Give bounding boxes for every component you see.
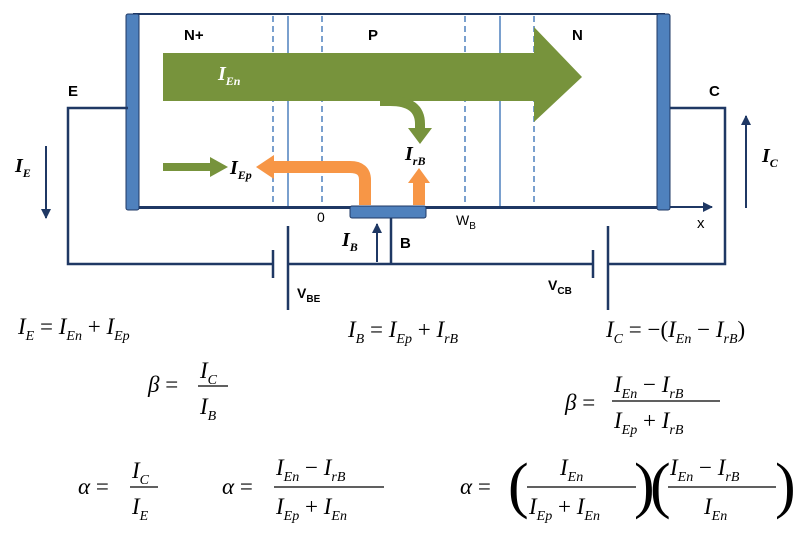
svg-text:α =: α =	[78, 474, 109, 499]
terminal-c-label: C	[709, 83, 720, 100]
svg-text:IB: IB	[199, 394, 217, 424]
region-collector-label: N	[572, 27, 583, 44]
collector-wire	[608, 106, 727, 266]
svg-text:β =: β =	[147, 372, 178, 397]
region-base-label: P	[368, 27, 378, 44]
svg-text:IC: IC	[131, 458, 150, 488]
recombination-supply-arrowhead	[408, 168, 430, 183]
svg-text:(: (	[508, 452, 529, 520]
ic-label: IC	[761, 145, 779, 170]
hole-current-arrowhead	[256, 155, 274, 179]
svg-text:IEn: IEn	[559, 455, 583, 485]
svg-text:IEn − IrB: IEn − IrB	[275, 455, 346, 485]
hole-current-path	[272, 161, 371, 205]
svg-text:(: (	[650, 452, 671, 520]
electron-injection-arrowhead	[210, 157, 228, 177]
svg-text:): )	[634, 452, 655, 520]
electron-current-arrow	[163, 27, 582, 122]
equation-beta1: β = IC IB	[147, 358, 228, 424]
ien-label: IEn	[217, 63, 241, 88]
equation-ie: IE = IEn + IEp	[17, 314, 130, 344]
axis-x-label: x	[697, 215, 705, 232]
svg-text:α =: α =	[222, 474, 253, 499]
axis-wb-label: WB	[456, 212, 476, 232]
svg-text:α =: α =	[460, 474, 491, 499]
axis-origin-label: 0	[317, 209, 325, 225]
svg-text:β =: β =	[564, 390, 595, 415]
svg-text:IEp + IrB: IEp + IrB	[613, 408, 684, 438]
terminal-b-label: B	[400, 235, 411, 252]
eq-ic-text: IC = −(IEn − IrB)	[605, 317, 745, 347]
terminal-e-label: E	[68, 83, 78, 100]
equation-beta2: β = IEn − IrB IEp + IrB	[564, 372, 720, 438]
svg-text:IEp + IEn: IEp + IEn	[275, 494, 347, 524]
iep-label: IEp	[229, 157, 252, 182]
eq-ib-text: IB = IEp + IrB	[347, 317, 459, 347]
emitter-wire	[66, 106, 273, 266]
equation-ic: IC = −(IEn − IrB)	[605, 317, 745, 347]
vcb-label: VCB	[548, 277, 572, 297]
svg-text:IE: IE	[131, 494, 149, 524]
equation-ib: IB = IEp + IrB	[347, 317, 459, 347]
collector-contact	[656, 13, 671, 211]
device-body	[133, 13, 665, 209]
svg-text:): )	[775, 452, 796, 520]
ie-label: IE	[14, 155, 31, 180]
svg-text:IC: IC	[199, 358, 218, 388]
equation-alpha1: α = IC IE	[78, 458, 158, 524]
svg-text:IEn: IEn	[703, 494, 727, 524]
equation-alpha2: α = IEn − IrB IEp + IEn	[222, 455, 384, 524]
recombination-arrowhead	[408, 128, 432, 144]
base-contact	[349, 205, 427, 219]
ib-label: IB	[341, 229, 358, 254]
svg-text:IEp + IEn: IEp + IEn	[528, 494, 600, 524]
irb-label: IrB	[404, 143, 425, 168]
svg-text:IEn − IrB: IEn − IrB	[613, 372, 684, 402]
svg-text:IEn − IrB: IEn − IrB	[669, 455, 740, 485]
eq-ie-text: IE = IEn + IEp	[17, 314, 130, 344]
equation-alpha3: α = ( IEn IEp + IEn ) ( IEn − IrB IEn )	[460, 452, 796, 524]
vbe-label: VBE	[297, 285, 321, 305]
emitter-contact	[125, 13, 140, 211]
recombination-branch	[380, 96, 425, 130]
region-emitter-label: N+	[184, 27, 204, 44]
